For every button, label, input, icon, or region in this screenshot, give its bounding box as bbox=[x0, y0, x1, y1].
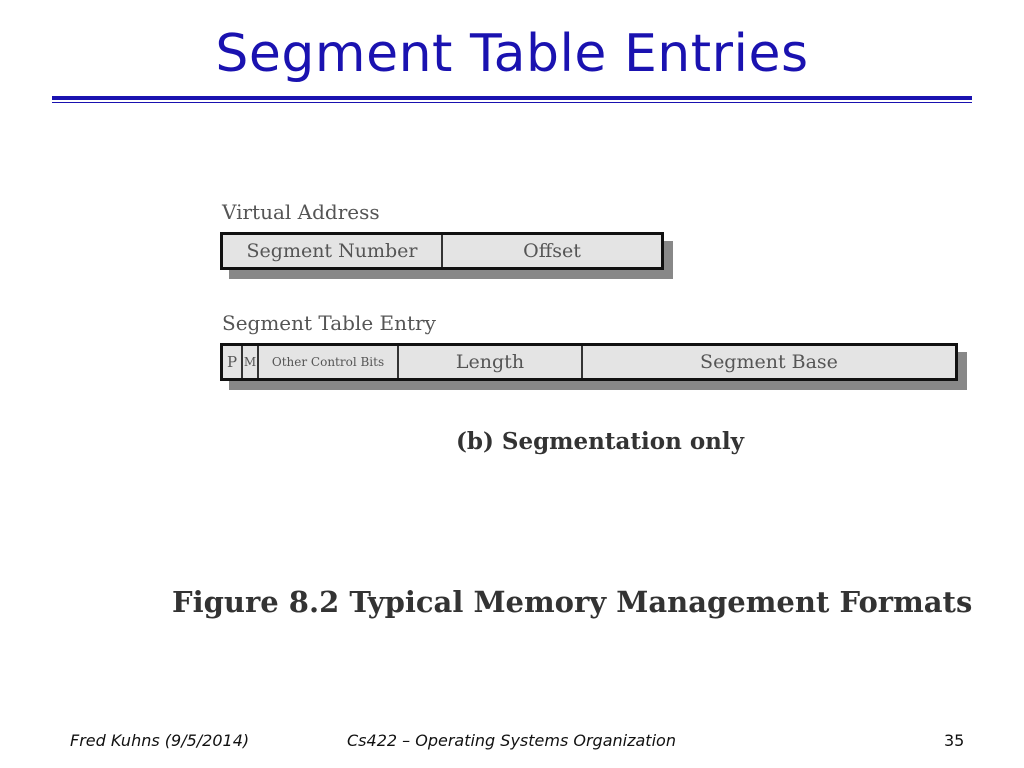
slide-title: Segment Table Entries bbox=[215, 24, 809, 84]
field-length: Length bbox=[399, 346, 583, 378]
field-segment-base: Segment Base bbox=[700, 351, 838, 373]
title-underline-thin bbox=[52, 102, 972, 103]
field-offset: Offset bbox=[523, 240, 581, 262]
field-other-control-bits: Other Control Bits bbox=[259, 346, 399, 378]
field-segment-number: Segment Number bbox=[223, 235, 443, 267]
footer-course: Cs422 – Operating Systems Organization bbox=[347, 731, 676, 750]
figure-subcaption: (b) Segmentation only bbox=[456, 428, 744, 455]
segment-table-entry-format: P M Other Control Bits Length Segment Ba… bbox=[220, 343, 958, 381]
page-number: 35 bbox=[944, 731, 965, 750]
segment-table-entry-label: Segment Table Entry bbox=[222, 311, 436, 335]
virtual-address-label: Virtual Address bbox=[222, 200, 380, 224]
figure-caption: Figure 8.2 Typical Memory Management For… bbox=[172, 585, 973, 619]
field-present-bit: P bbox=[223, 346, 243, 378]
footer-author: Fred Kuhns (9/5/2014) bbox=[70, 731, 250, 750]
field-modify-bit: M bbox=[243, 346, 259, 378]
title-underline-thick bbox=[52, 96, 972, 100]
virtual-address-format: Segment Number Offset bbox=[220, 232, 664, 270]
